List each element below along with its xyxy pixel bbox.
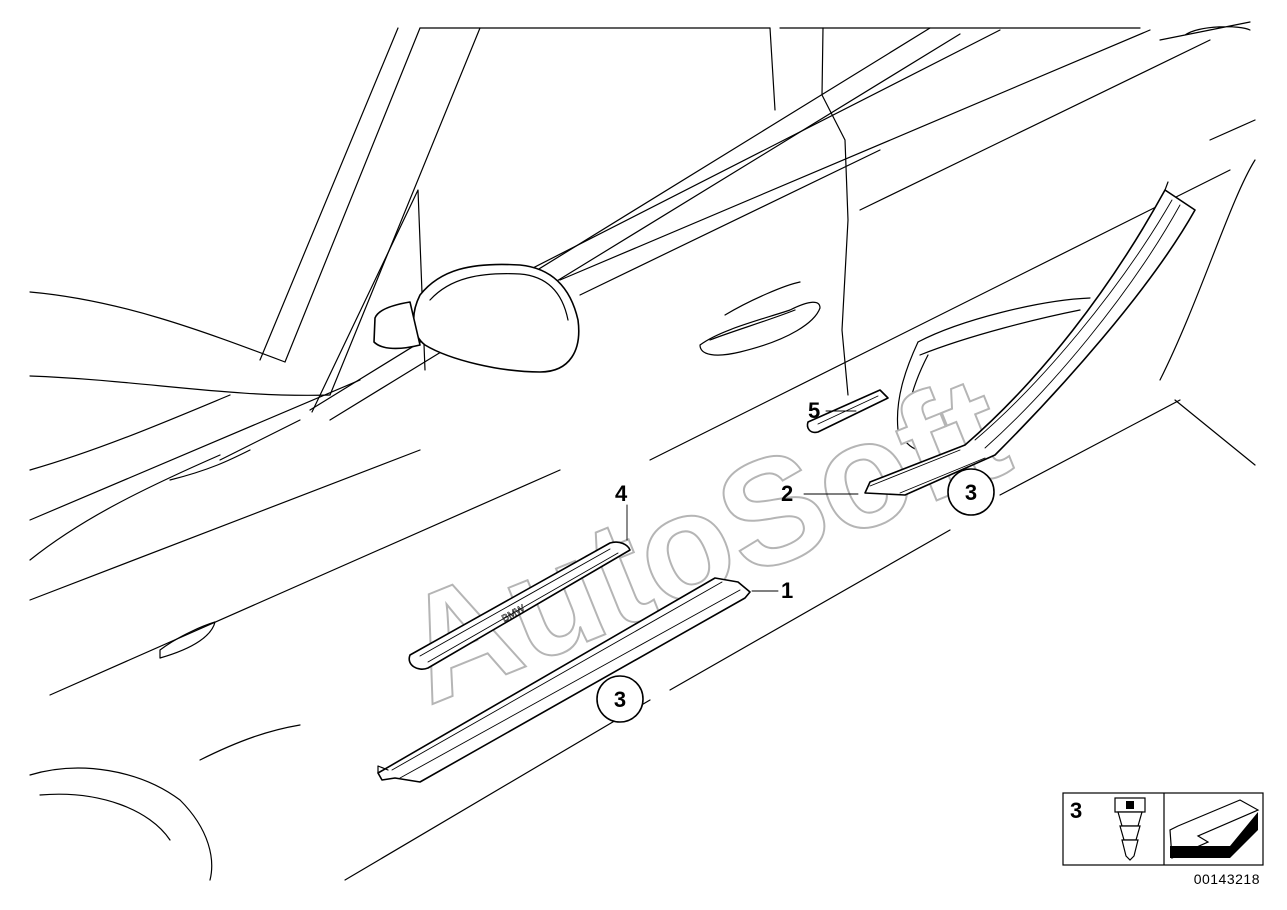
svg-text:5: 5 bbox=[808, 398, 820, 423]
watermark: AutoSoft bbox=[378, 342, 1028, 735]
svg-text:1: 1 bbox=[781, 578, 793, 603]
car-body-outline bbox=[29, 21, 1256, 881]
callout-3-upper: 3 bbox=[947, 468, 995, 516]
callout-2: 2 bbox=[781, 481, 793, 506]
part-2-rear-entrance-strip bbox=[864, 181, 1196, 496]
drawing-number: 00143218 bbox=[1194, 871, 1260, 887]
callout-leaders bbox=[626, 410, 859, 592]
callout-5: 5 bbox=[808, 398, 820, 423]
callout-4: 4 bbox=[615, 481, 628, 506]
expanding-clip-icon bbox=[1114, 797, 1146, 861]
legend-box: 3 bbox=[1062, 792, 1264, 866]
legend-item-number: 3 bbox=[1070, 798, 1082, 823]
svg-text:2: 2 bbox=[781, 481, 793, 506]
callout-3-lower: 3 bbox=[596, 675, 644, 723]
callout-1: 1 bbox=[781, 578, 793, 603]
svg-text:4: 4 bbox=[615, 481, 628, 506]
svg-text:3: 3 bbox=[614, 687, 626, 712]
direction-arrow-icon bbox=[1169, 799, 1260, 859]
svg-text:3: 3 bbox=[965, 480, 977, 505]
part-1-sill-strip bbox=[377, 577, 751, 783]
